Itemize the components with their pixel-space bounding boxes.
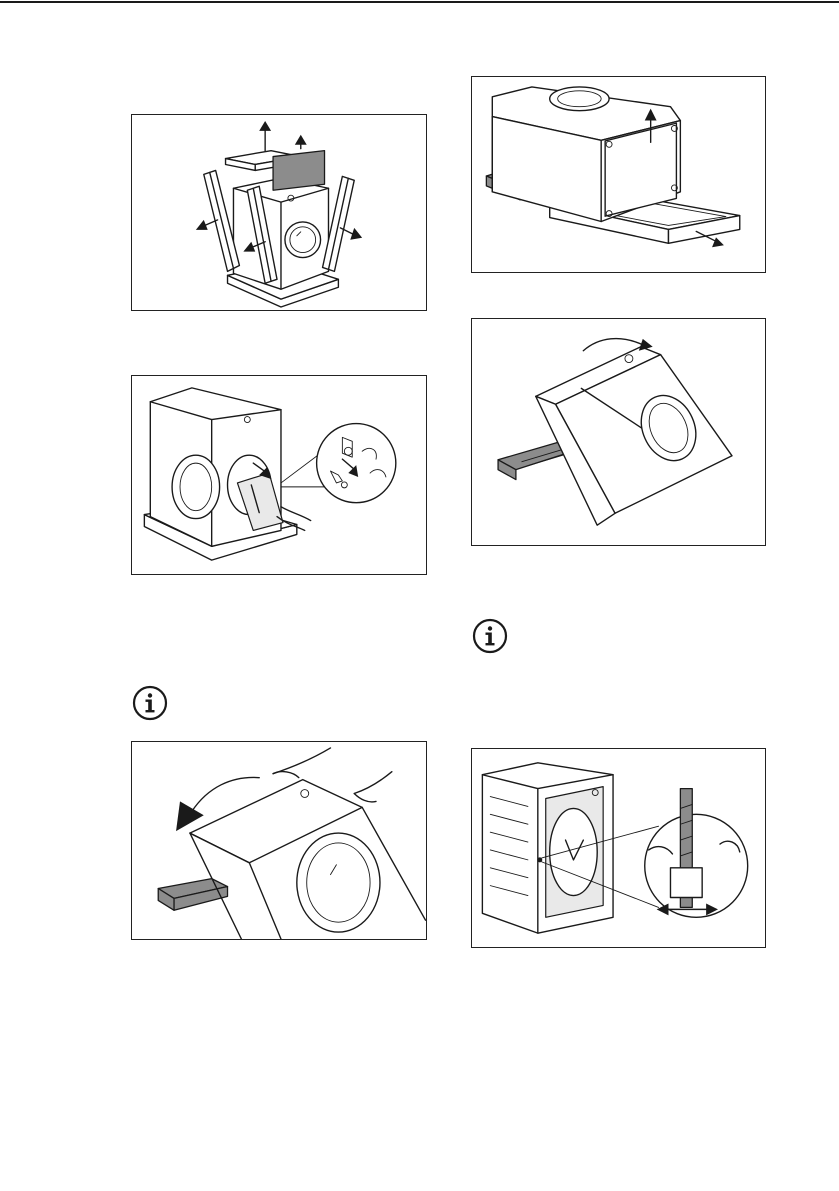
illustration-remove-packaging (131, 114, 427, 311)
tilt-arrow-icon (132, 742, 426, 939)
illustration-tilt-side-remove-block (471, 318, 766, 546)
illustration-tilt-backward-remove-block (131, 741, 427, 940)
accessory-bag-icon (132, 376, 426, 574)
transit-bolt-icon (472, 749, 765, 947)
info-icon (131, 684, 169, 722)
unpack-arrows-icon (132, 115, 426, 310)
illustration-remove-base-frame (471, 76, 766, 273)
tilt-arrow-icon (472, 319, 765, 545)
illustration-remove-accessory-bag (131, 375, 427, 575)
illustration-remove-transit-bolts (471, 748, 766, 948)
info-icon (471, 617, 509, 655)
lift-arrow-icon (472, 77, 765, 272)
